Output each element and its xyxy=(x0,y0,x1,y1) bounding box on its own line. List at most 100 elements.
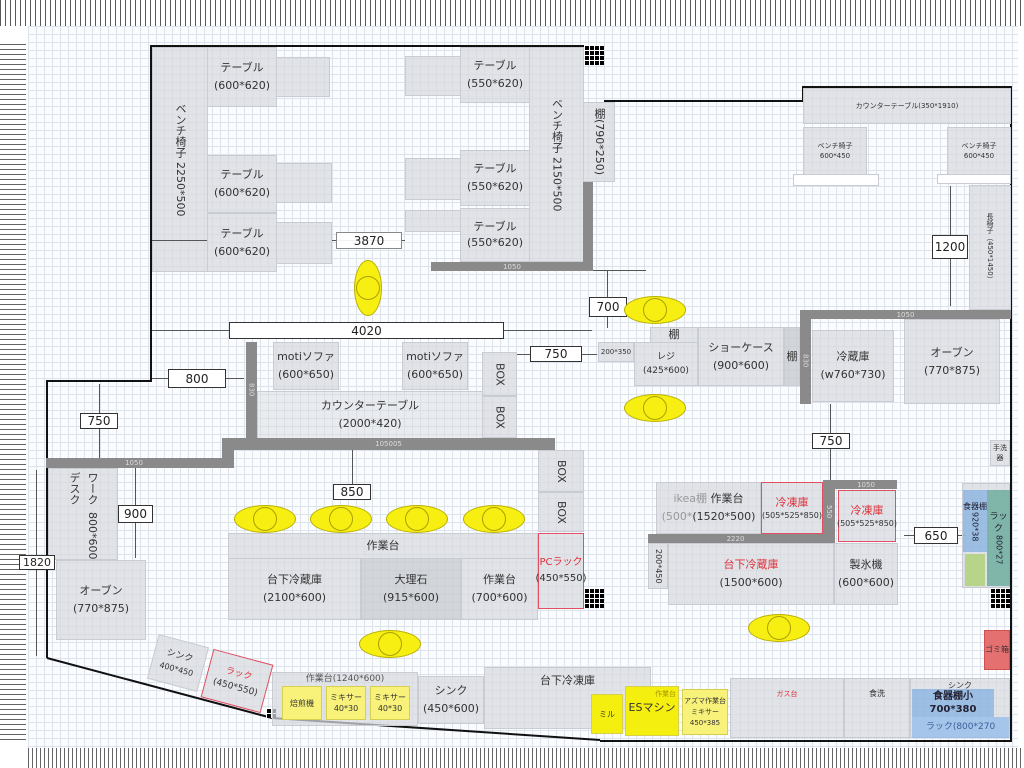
table-chair xyxy=(405,210,461,232)
sofa: motiソファ(600*650) xyxy=(273,342,339,390)
person-marker xyxy=(234,505,296,533)
person-marker xyxy=(310,505,372,533)
shelf-bar: 1050 xyxy=(800,310,1011,319)
dimension-label: 800 xyxy=(168,369,226,388)
counter-table: カウンターテーブル(2000*420) xyxy=(257,391,483,439)
shelf-bar: 1050 xyxy=(431,262,593,271)
rack-ghost: ラック(800*270 xyxy=(912,717,1009,738)
roaster: 焙煎機 xyxy=(282,686,322,720)
small-box: 200*350 xyxy=(598,342,634,362)
wall xyxy=(600,740,1012,742)
oven: オーブン(770*875) xyxy=(56,560,146,640)
pillar xyxy=(584,588,604,608)
shelf-side: 棚 xyxy=(784,327,800,386)
shelf-790: 棚(790*250) xyxy=(583,102,615,182)
dishwasher: 食洗 xyxy=(844,678,910,738)
shelf-bar: 105005 xyxy=(222,438,555,450)
box: BOX xyxy=(538,450,584,492)
table-chair xyxy=(276,57,330,97)
wall xyxy=(802,86,1012,88)
dimension-line xyxy=(152,240,207,241)
bench-seat-left: ベンチ椅子 2250*500 xyxy=(152,47,208,272)
dimension-label: 750 xyxy=(80,413,118,429)
shelf-bar: 1050 xyxy=(835,480,897,489)
table: テーブル(550*620) xyxy=(460,150,530,206)
shelf-small: 棚 xyxy=(650,327,698,343)
table: テーブル(550*620) xyxy=(460,208,530,262)
fridge: 冷蔵庫(w760*730) xyxy=(812,330,894,402)
marble-slab: 大理石(915*600) xyxy=(361,558,461,620)
dimension-label: 700 xyxy=(589,297,627,317)
person-marker xyxy=(748,614,810,642)
bench-footrest xyxy=(793,174,879,186)
dimension-label: 750 xyxy=(530,346,582,362)
pillar xyxy=(584,45,604,65)
dimension-label: 4020 xyxy=(229,322,504,339)
dimension-line xyxy=(352,450,353,484)
wall xyxy=(1010,86,1012,740)
person-marker xyxy=(354,260,382,316)
dimension-label: 850 xyxy=(333,484,371,500)
sofa: motiソファ(600*650) xyxy=(402,342,468,390)
person-marker xyxy=(624,296,686,324)
ruler-bottom xyxy=(28,748,1024,768)
wall xyxy=(46,380,48,658)
dimension-label: 750 xyxy=(812,433,850,449)
wall xyxy=(46,380,152,382)
register: レジ(425*600) xyxy=(634,342,698,386)
ruler-left xyxy=(0,40,26,740)
wall xyxy=(604,100,802,102)
worktable-bottom-label: 作業台(1240*600) xyxy=(305,674,385,684)
green-marker xyxy=(965,554,985,586)
shelf-bar xyxy=(222,438,234,468)
person-marker xyxy=(386,505,448,533)
pillar xyxy=(266,708,276,718)
shelf-bar-vertical: 830 xyxy=(800,318,811,404)
handwash-sink: 手洗器 xyxy=(990,440,1010,466)
ikea-worktable: ikea棚 作業台 (500*(1520*500) xyxy=(656,482,761,534)
counter-table-window: カウンターテーブル(350*1910) xyxy=(803,88,1011,124)
freezer: 冷凍庫(505*525*850) xyxy=(761,482,823,534)
ruler-top xyxy=(0,0,1024,26)
dimension-label: 1200 xyxy=(932,235,968,259)
showcase: ショーケース(900*600) xyxy=(698,327,784,386)
shelf-bar xyxy=(583,182,593,270)
mill: ミル xyxy=(591,694,623,734)
bench-side: 長椅子（450*1450） xyxy=(969,185,1011,310)
table-chair xyxy=(405,56,461,96)
person-marker xyxy=(624,394,686,422)
table: テーブル(600*620) xyxy=(207,155,277,213)
shelf-bar-vertical: 830 xyxy=(246,342,257,438)
pillar xyxy=(990,588,1010,608)
dimension-label: 900 xyxy=(118,505,153,523)
table: テーブル(600*620) xyxy=(207,47,277,107)
table: テーブル(600*620) xyxy=(207,213,277,272)
pc-rack: PCラック(450*550) xyxy=(536,533,587,609)
table: テーブル(550*620) xyxy=(460,47,530,103)
gas-stove: ガス台 xyxy=(730,678,844,738)
dimension-label: 650 xyxy=(914,527,958,544)
small-box-200: 200*450 xyxy=(648,543,668,589)
box: BOX xyxy=(482,396,517,438)
trash-bin: ゴミ箱 xyxy=(984,630,1010,670)
under-counter-fridge: 台下冷蔵庫(2100*600) xyxy=(228,558,361,620)
under-counter-fridge: 台下冷蔵庫(1500*600) xyxy=(668,543,834,605)
dimension-label: 1820 xyxy=(19,555,55,570)
box: BOX xyxy=(538,492,584,532)
shelf-bar-vertical: 550 xyxy=(823,480,835,544)
ice-maker: 製氷機(600*600) xyxy=(834,543,898,605)
person-marker xyxy=(359,630,421,658)
table-chair xyxy=(276,163,332,203)
bench-footrest xyxy=(937,174,1011,184)
